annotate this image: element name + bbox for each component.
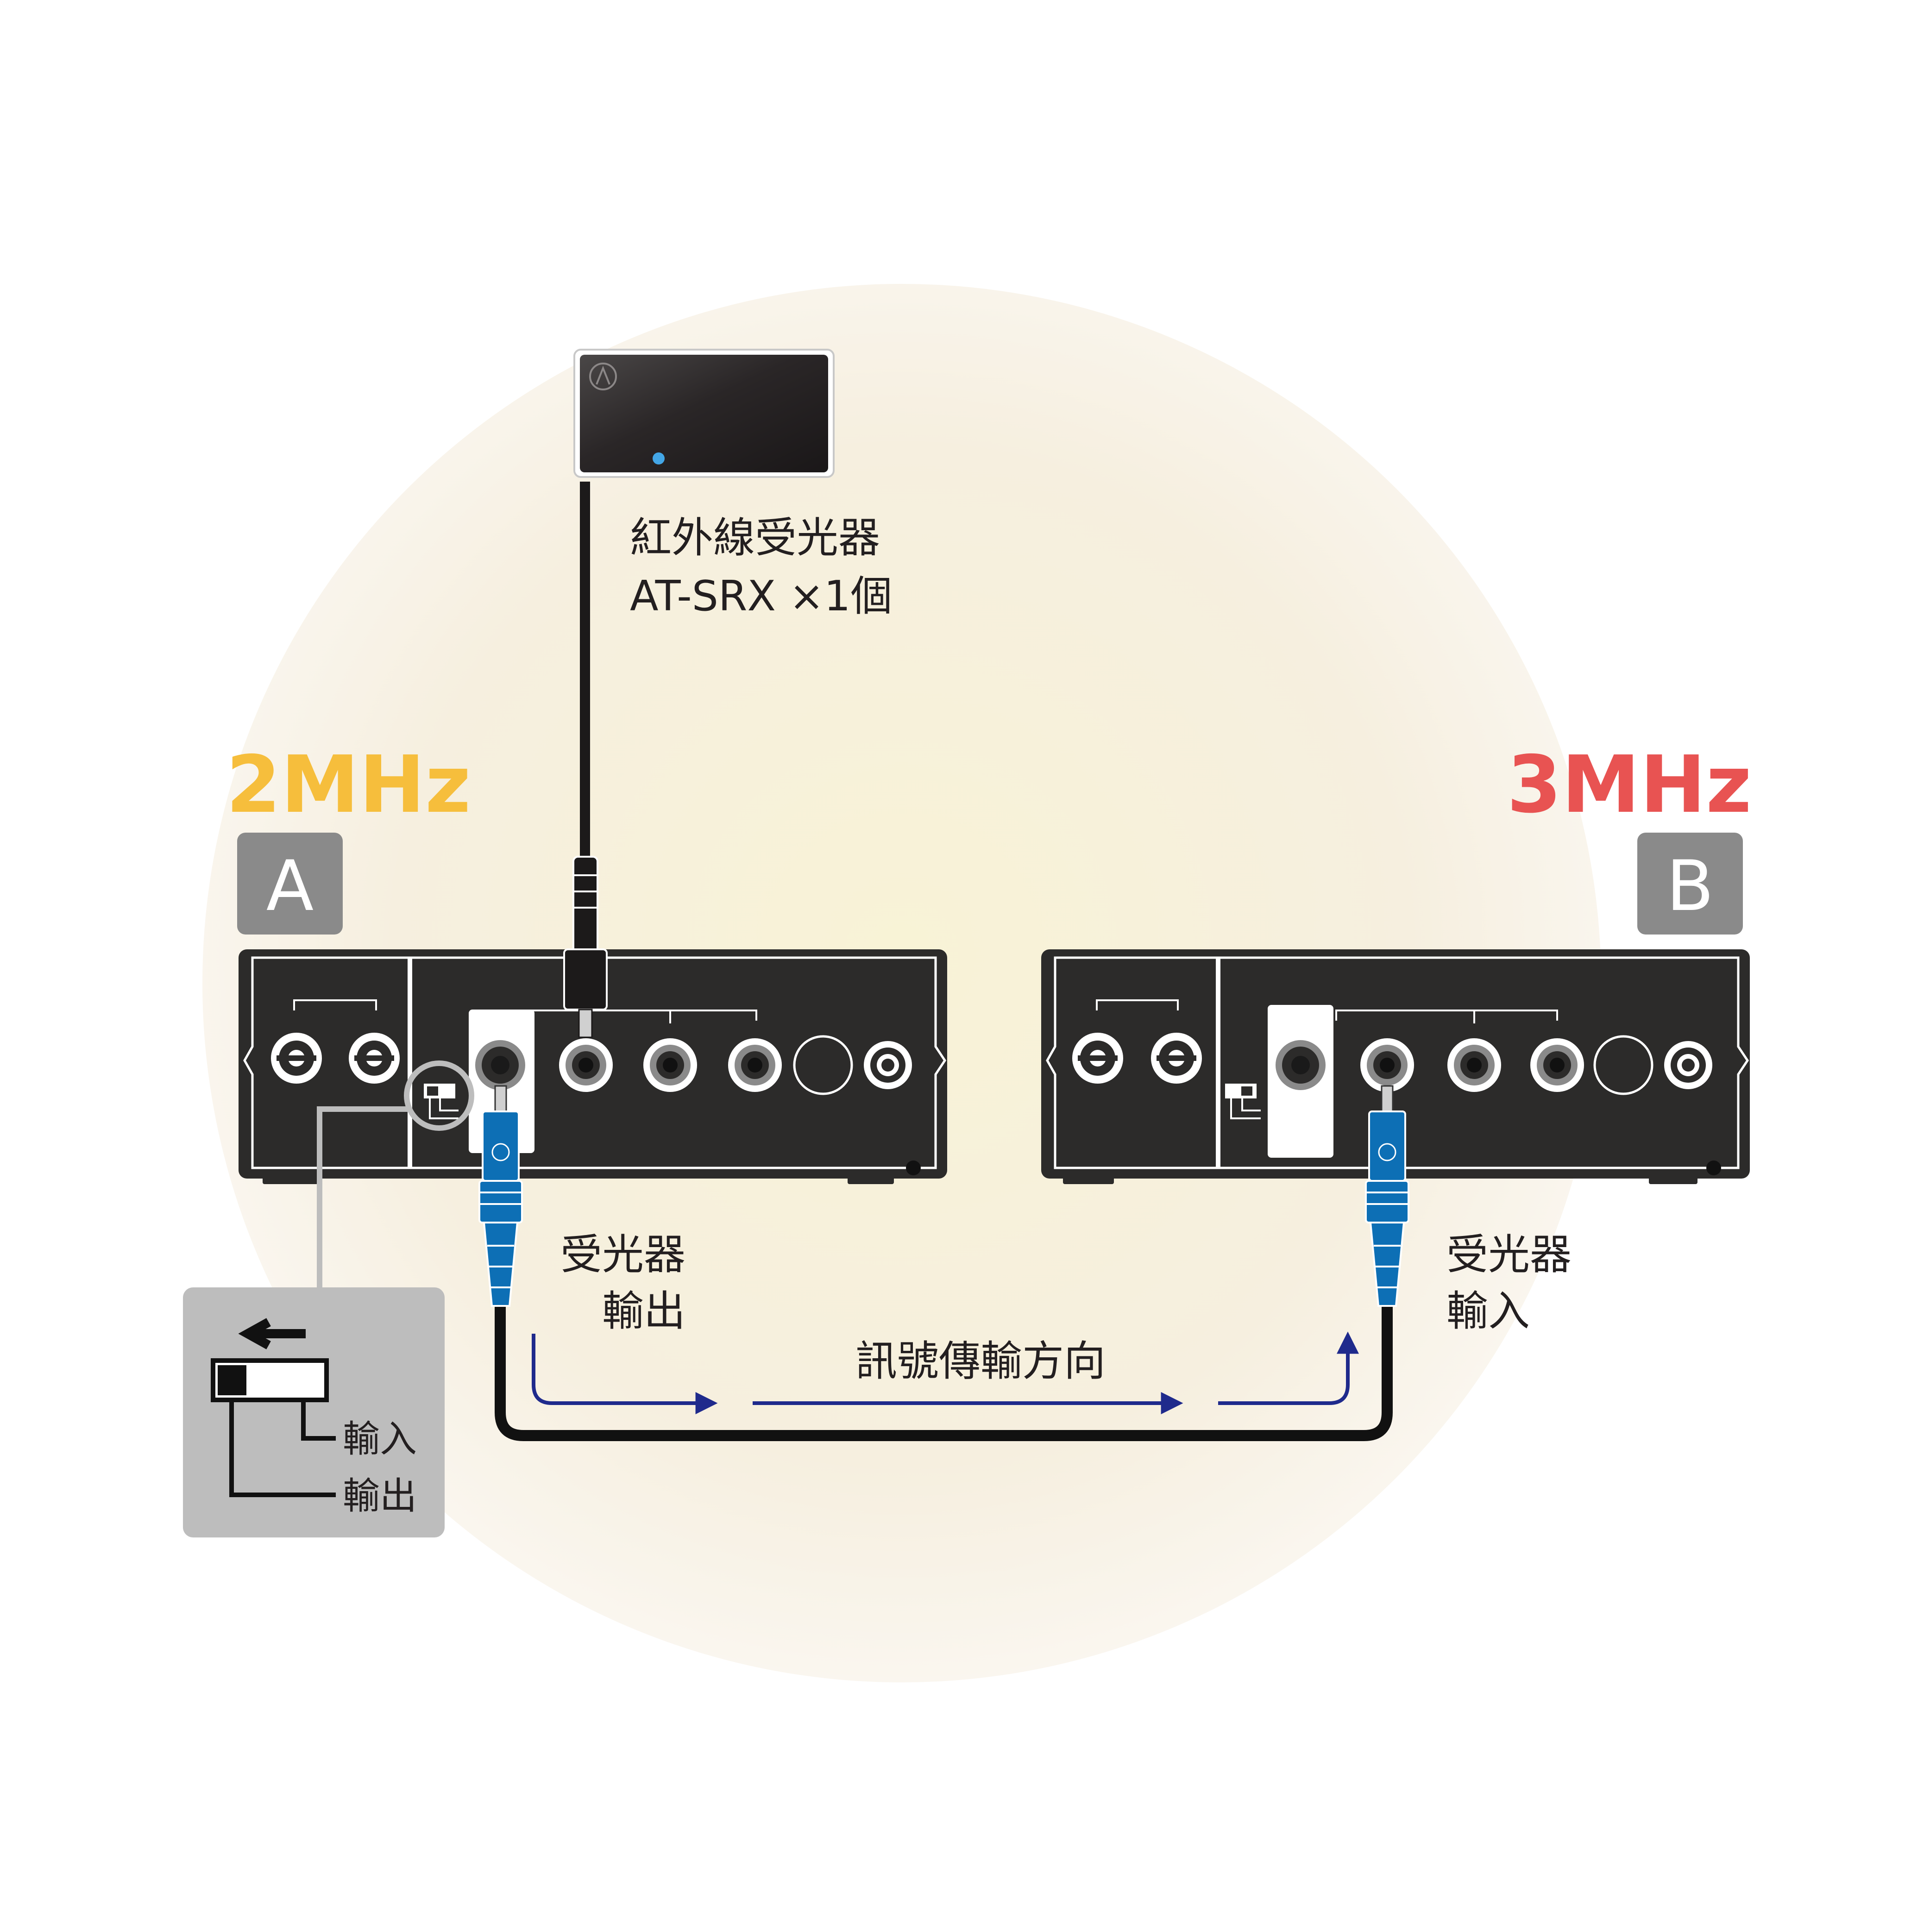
unit-b-device — [1041, 949, 1750, 1184]
rca-jack-icon — [271, 1033, 322, 1084]
receiver-jack-icon — [475, 1040, 525, 1090]
receiver-jack-icon — [1276, 1040, 1326, 1090]
unit-a-frequency: 2MHz — [226, 739, 471, 831]
blank-port-icon — [793, 1035, 853, 1095]
foot-screw-icon — [906, 1160, 921, 1175]
rca-jack-icon — [349, 1033, 400, 1084]
io-switch-icon — [1225, 1084, 1261, 1119]
blank-port-icon — [1593, 1035, 1653, 1095]
rca-plug-out-icon — [478, 1085, 523, 1307]
interconnect-cable — [495, 1301, 1393, 1441]
led-indicator-icon — [653, 452, 665, 464]
unit-a-badge-letter: A — [266, 846, 314, 927]
signal-direction-label: 訊號傳輸方向 — [855, 1337, 1106, 1386]
rca-jack-icon — [1072, 1033, 1123, 1084]
rca-plug-in-icon — [1365, 1085, 1409, 1307]
rca-jack-icon — [1151, 1033, 1202, 1084]
ir-receiver-model: AT-SRX ×1個 — [630, 572, 892, 621]
receiver-in-sub-label: 輸入 — [1446, 1287, 1530, 1336]
unit-b-badge: B — [1637, 833, 1743, 935]
receiver-jack-icon — [1447, 1038, 1501, 1092]
receiver-out-label: 受光器 — [560, 1230, 685, 1279]
left-arrow-icon — [238, 1318, 306, 1349]
ir-receiver-device — [573, 349, 835, 478]
brand-logo-icon — [589, 363, 617, 390]
unit-b-badge-letter: B — [1666, 846, 1714, 927]
receiver-jack-icon — [1530, 1038, 1584, 1092]
io-switch-icon — [424, 1084, 459, 1119]
signal-arrow-icon — [532, 1334, 718, 1414]
signal-arrow-icon — [1218, 1331, 1359, 1405]
receiver-jack-icon — [643, 1038, 697, 1092]
receiver-jack-icon — [1360, 1038, 1414, 1092]
ir-plug-icon — [563, 856, 608, 1038]
receiver-out-sub-label: 輸出 — [602, 1287, 685, 1336]
dc-jack-icon — [1664, 1041, 1712, 1089]
switch-output-label: 輸出 — [343, 1474, 417, 1518]
ir-receiver-name: 紅外線受光器 — [630, 514, 880, 562]
foot-screw-icon — [1706, 1160, 1721, 1175]
unit-b-frequency: 3MHz — [1507, 739, 1752, 831]
switch-callout: 輸入 輸出 — [183, 1060, 474, 1537]
switch-input-label: 輸入 — [343, 1418, 417, 1461]
dc-jack-icon — [864, 1041, 912, 1089]
receiver-in-label: 受光器 — [1446, 1230, 1572, 1279]
receiver-jack-icon — [728, 1038, 782, 1092]
unit-a-badge: A — [237, 833, 343, 935]
receiver-jack-icon — [559, 1038, 613, 1092]
